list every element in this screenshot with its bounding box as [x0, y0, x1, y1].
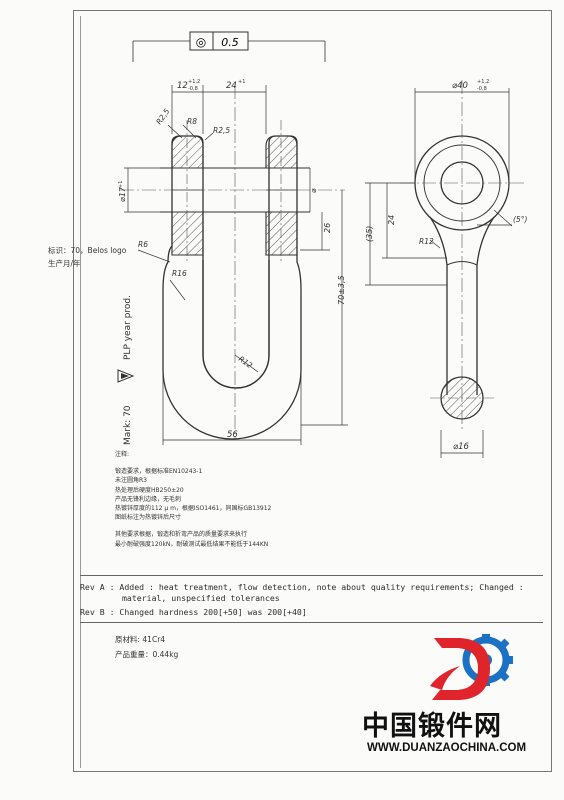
dim-dia-40-tol-lower: -0,8 [477, 86, 487, 92]
dim-12-tol-upper: +1,2 [188, 79, 200, 85]
dim-26: 26 [323, 223, 332, 233]
radius-16: R16 [172, 269, 187, 278]
note-line: 最小耐破强度120kN，耐破测试最低结果不能低于144KN [115, 540, 269, 548]
tolerance-value: 0.5 [221, 36, 239, 49]
rev-a-line-2: material, unspecified tolerances [122, 593, 280, 603]
dim-dia-40: ⌀40 [452, 81, 468, 91]
dim-12: 12 [177, 81, 188, 91]
dim-dia-pin: ⌀ [309, 188, 318, 193]
material-line: 原材料: 41Cr4 [115, 635, 166, 644]
radius-2-5-right: R2,5 [213, 126, 230, 135]
production-date-note: 生产月/年 [48, 259, 81, 268]
note-line: 未注圆角R3 [115, 477, 147, 485]
concentricity-symbol: ◎ [196, 35, 206, 49]
note-line: 产品无锋利边缘，无毛刺 [115, 495, 182, 503]
dim-24: 24 [226, 81, 237, 91]
drawing-inner-border [80, 16, 544, 768]
note-line: 其他要求根据，锻造和折弯产品的质量要求来执行 [115, 531, 248, 539]
shackle-side-view [400, 80, 525, 430]
dim-70: 70±3,5 [337, 275, 346, 305]
notes-block: 注释: 锻造要求，根据标准EN10243-1 未注圆角R3 热处理后硬度HB25… [115, 450, 271, 549]
dim-dia-17: ⌀17 [118, 186, 127, 202]
radius-12-side: R12 [419, 237, 434, 246]
dim-24-tol: +1 [238, 79, 245, 85]
drawing-border [73, 10, 552, 772]
duanzao-logo [430, 634, 513, 700]
weight-line: 产品重量：0.44kg [115, 650, 179, 659]
radius-8: R8 [187, 117, 197, 126]
tolerance-frame: ◎ 0.5 [132, 31, 326, 62]
dim-24-side: 24 [387, 215, 396, 225]
notes-heading: 注释: [115, 451, 130, 458]
radius-2-5-left: R2,5 [154, 107, 171, 126]
technical-drawing: ◎ 0.5 [117, 31, 527, 458]
dim-dia-17-tol: +1 [118, 181, 124, 188]
plp-year-text: PLP year prod. [123, 295, 133, 360]
revision-divider-top [80, 575, 543, 576]
brand-name: 中国锻件网 [362, 711, 502, 742]
dim-dia-40-tol-upper: +1,2 [477, 79, 489, 85]
mark-70-text: Mark: 70 [123, 405, 133, 445]
rev-a-line: Rev A : Added : heat treatment, flow det… [80, 582, 524, 592]
dim-35: (35) [365, 226, 374, 242]
dim-12-tol-lower: -0,8 [188, 86, 198, 92]
note-line: 图纸标注为热镀锌后尺寸 [115, 514, 182, 522]
radius-12-body: R12 [237, 354, 254, 370]
note-line: 锻造要求，根据标准EN10243-1 [115, 468, 203, 476]
dim-56: 56 [227, 430, 238, 440]
dim-dia-16: ⌀16 [453, 442, 470, 452]
radius-6: R6 [138, 240, 148, 249]
side-view-dimensions: ⌀40 +1,2 -0,8 24 (35) R12 (5°) ⌀16 [365, 79, 527, 458]
rev-b-line: Rev B : Changed hardness 200[+50] was 20… [80, 607, 307, 617]
angle-5: (5°) [513, 215, 527, 224]
revision-divider-bottom [80, 622, 543, 623]
front-view-dimensions: 12 +1,2 -0,8 24 +1 R2,5 R8 R2,5 ⌀17 +1 ⌀… [118, 79, 348, 445]
revision-block: Rev A : Added : heat treatment, flow det… [80, 582, 524, 618]
note-line: 热镀锌厚度的112 μ m，根据ISO1461，同国标GB13912 [115, 505, 272, 513]
shackle-front-view [120, 85, 345, 440]
note-line: 热处理后硬度HB250±20 [115, 486, 184, 494]
marking-note: 标识：70，Belos logo [48, 246, 127, 255]
brand-url: WWW.DUANZAOCHINA.COM [367, 742, 527, 754]
belos-logo [117, 369, 135, 383]
